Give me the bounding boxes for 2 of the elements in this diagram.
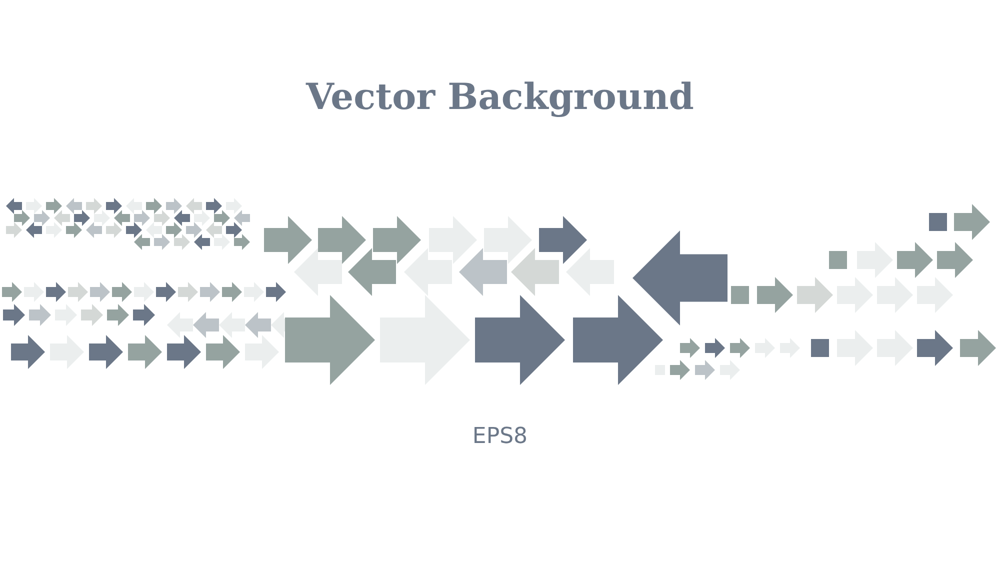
format-label: EPS8 (472, 424, 528, 449)
title: Vector Background (306, 76, 694, 118)
